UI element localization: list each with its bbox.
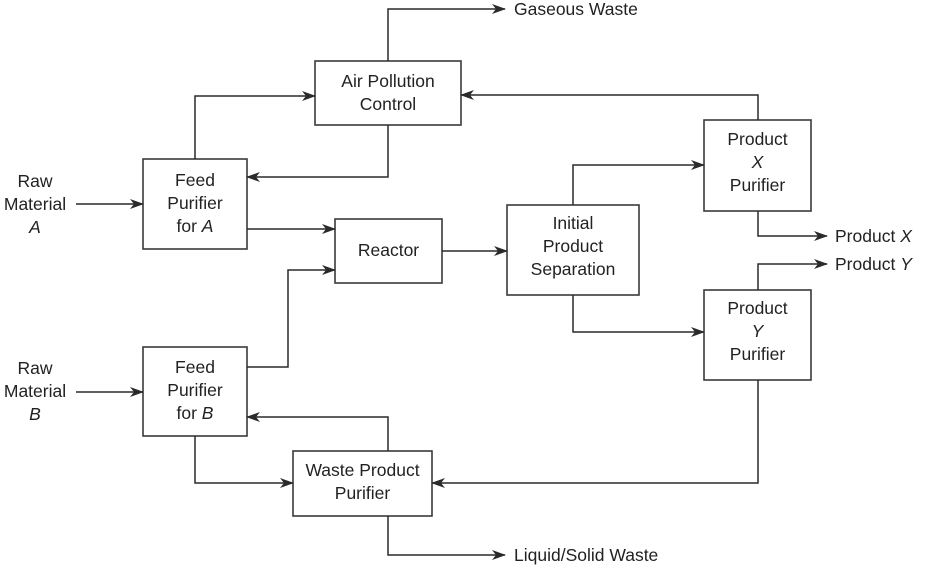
air-pollution-control-label: Air Pollution Control — [315, 70, 461, 116]
product-x-purifier-label: Product X Purifier — [704, 128, 811, 197]
liquid-solid-waste-label: Liquid/Solid Waste — [514, 545, 659, 565]
label-line: Control — [359, 94, 417, 114]
label-line: Reactor — [357, 240, 420, 260]
label-line: Feed — [175, 170, 215, 190]
feed-purifier-a-box — [142, 158, 248, 250]
label-line: Raw — [17, 358, 53, 378]
feed-purifier-b-label: Feed Purifier for B — [143, 356, 247, 425]
waste-product-purifier-label: Waste Product Purifier — [293, 459, 432, 505]
label-line: for B — [143, 402, 247, 425]
label-variable: X — [900, 226, 912, 246]
label-line: Purifier — [167, 193, 223, 213]
feed-b-to-reactor-arrow — [247, 265, 336, 368]
separation-to-product-x-arrow — [572, 160, 705, 205]
label-variable: A — [201, 216, 214, 236]
label-line: Purifier — [729, 344, 786, 364]
product-y-to-waste-arrow — [431, 380, 759, 488]
gaseous-waste-label: Gaseous Waste — [514, 0, 638, 19]
air-pollution-to-gaseous-waste-arrow — [387, 4, 506, 61]
feed-b-to-waste-arrow — [194, 436, 294, 488]
label-variable: A — [29, 217, 41, 237]
label-line: Purifier — [729, 175, 786, 195]
air-pollution-to-feed-a-arrow — [246, 125, 389, 182]
label-variable: B — [29, 404, 41, 424]
label-line: Product — [542, 236, 604, 256]
label-line: Air Pollution — [341, 71, 435, 91]
product-x-to-air-pollution-arrow — [460, 90, 759, 120]
raw-material-a-label: Raw Material A — [0, 170, 70, 239]
label-line: Product — [727, 298, 788, 318]
raw-material-b-label: Raw Material B — [0, 357, 70, 426]
product-x-output-label: Product X — [835, 225, 912, 248]
label-text: Product — [835, 254, 901, 274]
label-line: Purifier — [334, 483, 391, 503]
label-line: Material — [3, 381, 67, 401]
product-y-output-arrow — [757, 259, 828, 290]
waste-to-feed-b-arrow — [246, 412, 389, 451]
feed-a-to-air-pollution-arrow — [194, 91, 316, 159]
initial-product-separation-label: Initial Product Separation — [507, 212, 639, 281]
waste-to-liquid-solid-arrow — [387, 516, 506, 560]
label-line: Purifier — [167, 380, 223, 400]
initial-product-separation-box — [506, 204, 640, 296]
label-line: Initial — [552, 213, 594, 233]
label-line: Separation — [530, 259, 616, 279]
label-line: for A — [143, 215, 247, 238]
label-variable: X — [751, 152, 764, 172]
label-line: Waste Product — [305, 460, 420, 480]
label-variable: Y — [900, 254, 912, 274]
feed-purifier-a-label: Feed Purifier for A — [143, 169, 247, 238]
label-line: Product — [727, 129, 788, 149]
product-y-purifier-label: Product Y Purifier — [704, 297, 811, 366]
air-pollution-control-box — [314, 60, 462, 126]
product-y-output-label: Product Y — [835, 253, 912, 276]
label-variable: Y — [751, 321, 764, 341]
label-line: Material — [3, 194, 67, 214]
reactor-box — [334, 218, 443, 284]
label-line: Raw — [17, 171, 53, 191]
separation-to-product-y-arrow — [572, 295, 705, 337]
label-text: for — [176, 216, 202, 236]
label-text: for — [176, 403, 202, 423]
reactor-label: Reactor — [335, 239, 442, 262]
label-variable: B — [201, 403, 214, 423]
product-x-output-arrow — [757, 211, 828, 241]
label-text: Product — [835, 226, 901, 246]
label-line: Feed — [175, 357, 215, 377]
